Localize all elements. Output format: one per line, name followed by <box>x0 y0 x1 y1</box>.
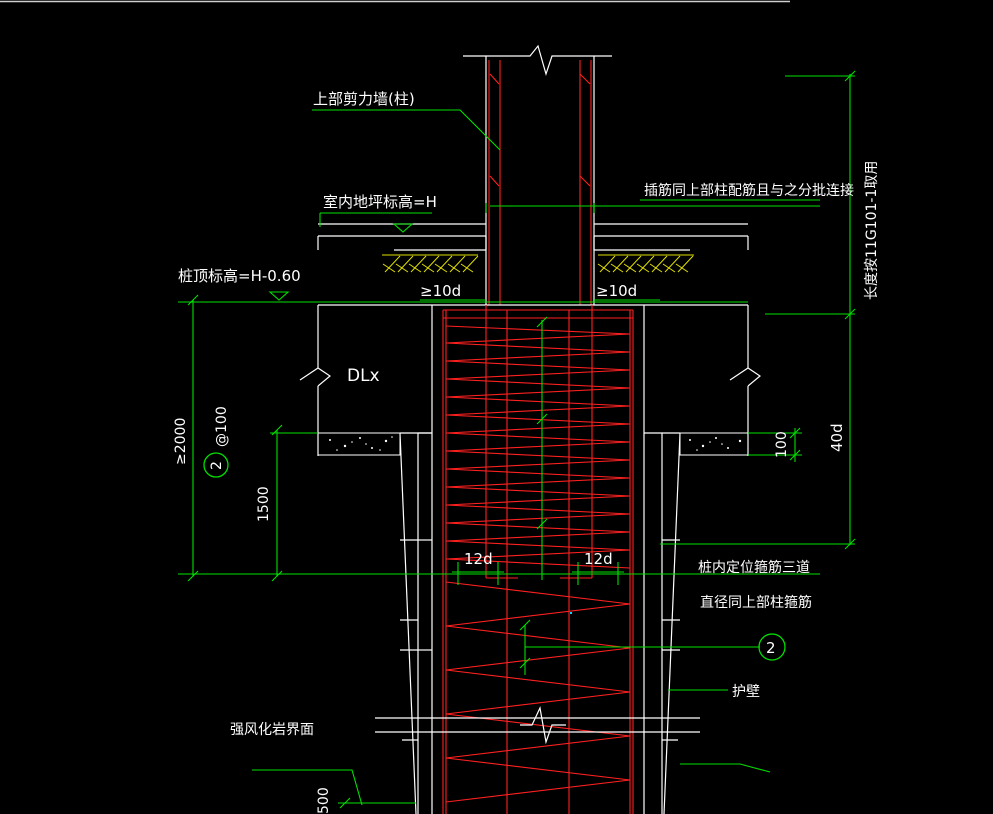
soil-hatch-left <box>382 254 479 273</box>
label-indoor-floor: 室内地坪标高=H <box>323 193 437 211</box>
label-stirrup-note-2: 直径同上部柱箍筋 <box>700 594 812 611</box>
label-weathered-rock: 强风化岩界面 <box>230 722 314 738</box>
label-beam-tag: DLx <box>347 366 380 386</box>
label-upper-wall: 上部剪力墙(柱) <box>313 90 415 108</box>
corner-mark <box>570 612 572 614</box>
label-spacing: @100 <box>214 406 230 447</box>
floor-slab <box>317 223 749 251</box>
indoor-floor-marker <box>392 223 414 233</box>
dimension-lines <box>178 70 856 809</box>
soil-hatch-right <box>597 254 694 273</box>
label-dim-100: 100 <box>774 431 790 458</box>
label-dim-500: 500 <box>316 787 332 814</box>
dowel-bars <box>485 305 593 579</box>
blinding-layer-left <box>317 432 401 456</box>
callout-circle <box>758 633 786 661</box>
pile-top-marker <box>268 291 290 301</box>
pile-spiral-sparse <box>445 581 631 803</box>
label-dim-1500: 1500 <box>256 486 272 522</box>
label-retaining-wall: 护壁 <box>732 684 760 700</box>
retaining-wall-left <box>399 432 432 814</box>
label-dowel-note: 插筋同上部柱配筋且与之分批连接 <box>644 182 854 199</box>
pile-spiral-dense <box>445 325 631 569</box>
label-callout-circle: 2 <box>766 639 776 657</box>
spacing-circle <box>203 452 229 478</box>
label-dim-12d-right: 12d <box>584 550 613 568</box>
label-spacing-circle: 2 <box>209 461 225 470</box>
upper-wall-column <box>463 44 612 305</box>
label-anchor-note: 长度按11G101-1取用 <box>864 161 880 300</box>
label-ge-10d-left: ≥10d <box>420 282 461 300</box>
retaining-wall-right <box>644 432 681 814</box>
label-dim-40d: 40d <box>828 423 846 452</box>
label-ge-2000: ≥2000 <box>173 418 189 465</box>
label-dim-12d-left: 12d <box>464 550 493 568</box>
blinding-layer-right <box>679 432 749 456</box>
label-ge-10d-right: ≥10d <box>596 282 637 300</box>
label-pile-top: 桩顶标高=H-0.60 <box>178 267 301 285</box>
break-line <box>375 706 700 745</box>
label-stirrup-note-1: 桩内定位箍筋三道 <box>698 559 810 576</box>
pile-outline <box>318 304 748 814</box>
